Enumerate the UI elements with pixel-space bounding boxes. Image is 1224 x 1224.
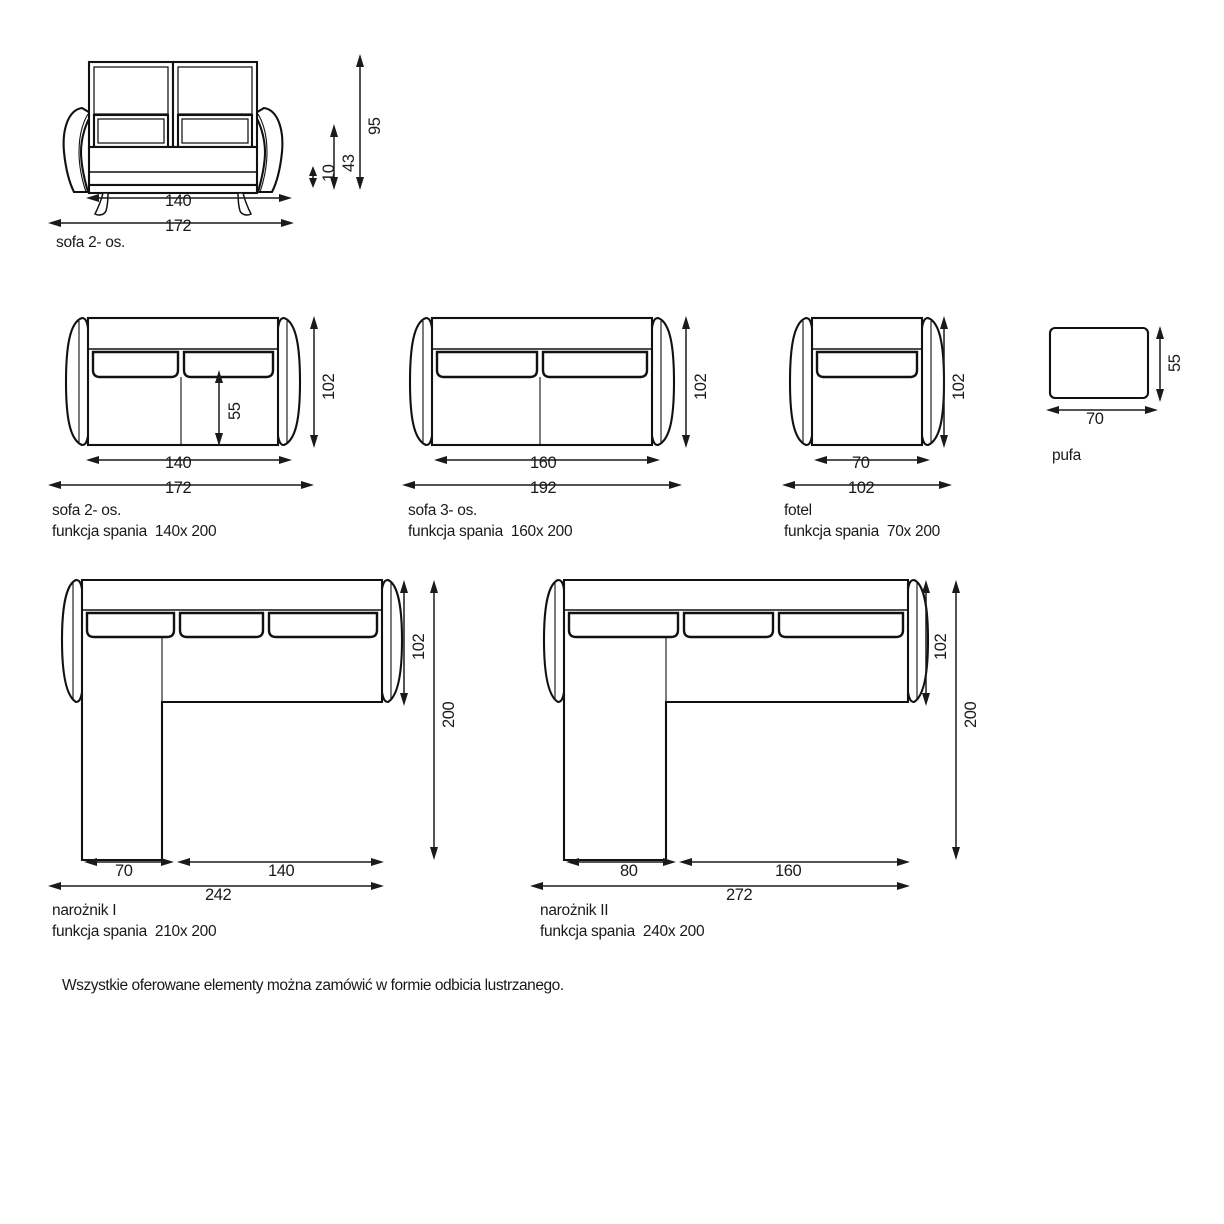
sofa-3-top-svg [408, 316, 676, 447]
dims-sofa-3-top-horizontal [398, 452, 728, 497]
dims-sofa-2-top-horizontal [44, 452, 364, 497]
dims-pufa-horizontal [1040, 400, 1170, 424]
horizontal-dimension-lines [782, 456, 952, 489]
horizontal-dimension-70 [1046, 406, 1158, 414]
dims-sofa-2-top-seat-depth [205, 368, 235, 450]
drawing-sofa-3-top [404, 312, 684, 452]
dim-naroznik1-depth-total: 200 [440, 701, 458, 728]
caption-fotel-line2: funkcja spania 70x 200 [784, 523, 940, 540]
dims-fotel-top-vertical [930, 312, 970, 452]
caption-pufa: pufa [1052, 447, 1081, 464]
horizontal-dimension-lines [48, 194, 294, 227]
dim-sofa2front-width-seat: 140 [165, 192, 192, 210]
dim-naroznik2-main-width: 160 [775, 862, 802, 880]
dim-pufa-width-total: 70 [1086, 410, 1104, 428]
vertical-dimension-55 [215, 370, 223, 446]
dims-sofa-3-top-vertical [672, 312, 712, 452]
dim-sofa3top-width-seat: 160 [530, 454, 557, 472]
caption-fotel-line1: fotel [784, 502, 812, 519]
dims-pufa-vertical [1146, 324, 1186, 406]
dims-sofa-2-front-horizontal [44, 190, 364, 235]
vertical-dimension-55 [1156, 326, 1164, 402]
vertical-dimension-lines [309, 54, 364, 190]
caption-sofa-2-top-line2: funkcja spania 140x 200 [52, 523, 217, 540]
caption-naroznik-1-line1: narożnik I [52, 902, 117, 919]
horizontal-dimension-lines [530, 858, 910, 890]
sofa-2-front-svg [62, 60, 284, 216]
dim-sofa2top-depth-seat: 55 [226, 402, 244, 420]
horizontal-dimension-lines [402, 456, 682, 489]
horizontal-dimension-lines [48, 456, 314, 489]
pufa-top-svg [1048, 326, 1150, 400]
dims-naroznik-1-vertical [388, 572, 458, 862]
drawing-sofa-2-front [48, 44, 398, 244]
vertical-dimension-102 [310, 316, 318, 448]
dims-fotel-top-horizontal [778, 452, 998, 497]
dim-naroznik1-depth-back: 102 [410, 633, 428, 660]
vertical-dimension-102 [682, 316, 690, 448]
dim-naroznik2-chaise-width: 80 [620, 862, 638, 880]
dim-fotel-width-seat: 70 [852, 454, 870, 472]
caption-naroznik-2-line1: narożnik II [540, 902, 609, 919]
horizontal-dimension-lines [48, 858, 384, 890]
dim-pufa-depth-total: 55 [1166, 354, 1184, 372]
vertical-dimension-102 [940, 316, 948, 448]
drawing-sofa-2-top [60, 312, 320, 452]
drawing-naroznik-1-top [58, 572, 418, 862]
caption-sofa-3-top-line1: sofa 3- os. [408, 502, 478, 519]
vertical-dimension-lines [400, 580, 438, 860]
vertical-dimension-lines [922, 580, 960, 860]
dim-sofa3top-depth-total: 102 [692, 373, 710, 400]
footnote-mirror-option: Wszystkie oferowane elementy można zamów… [62, 977, 564, 994]
caption-naroznik-2-line2: funkcja spania 240x 200 [540, 923, 705, 940]
drawing-naroznik-2-top [540, 572, 940, 862]
dim-sofa2top-depth-total: 102 [320, 373, 338, 400]
dim-naroznik1-chaise-width: 70 [115, 862, 133, 880]
dim-sofa2top-width-seat: 140 [165, 454, 192, 472]
dim-sofa2front-height-total: 95 [366, 117, 384, 135]
dim-fotel-depth-total: 102 [950, 373, 968, 400]
caption-sofa-2-front: sofa 2- os. [56, 234, 126, 251]
dim-naroznik2-depth-total: 200 [962, 701, 980, 728]
dim-naroznik1-width-total: 242 [205, 886, 232, 904]
caption-sofa-2-top-line1: sofa 2- os. [52, 502, 122, 519]
dims-naroznik-1-horizontal [44, 852, 404, 897]
dims-sofa-2-top-vertical [300, 312, 340, 452]
dims-naroznik-2-vertical [910, 572, 980, 862]
naroznik-1-top-svg [60, 578, 404, 862]
dim-naroznik2-depth-back: 102 [932, 633, 950, 660]
dim-sofa3top-width-total: 192 [530, 479, 557, 497]
drawing-fotel-top [784, 312, 954, 452]
dim-naroznik2-width-total: 272 [726, 886, 753, 904]
dim-naroznik1-main-width: 140 [268, 862, 295, 880]
dim-sofa2top-width-total: 172 [165, 479, 192, 497]
fotel-top-svg [788, 316, 946, 447]
caption-naroznik-1-line2: funkcja spania 210x 200 [52, 923, 217, 940]
caption-sofa-3-top-line2: funkcja spania 160x 200 [408, 523, 573, 540]
drawing-pufa-top [1046, 324, 1156, 404]
dim-fotel-width-total: 102 [848, 479, 875, 497]
dim-sofa2front-height-seat: 43 [340, 154, 358, 172]
naroznik-2-top-svg [542, 578, 930, 862]
dim-sofa2front-height-leg: 10 [320, 164, 338, 182]
dims-sofa-2-front-vertical [300, 50, 405, 195]
sofa-2-top-svg [64, 316, 302, 447]
dims-naroznik-2-horizontal [526, 852, 926, 897]
dim-sofa2front-width-total: 172 [165, 217, 192, 235]
